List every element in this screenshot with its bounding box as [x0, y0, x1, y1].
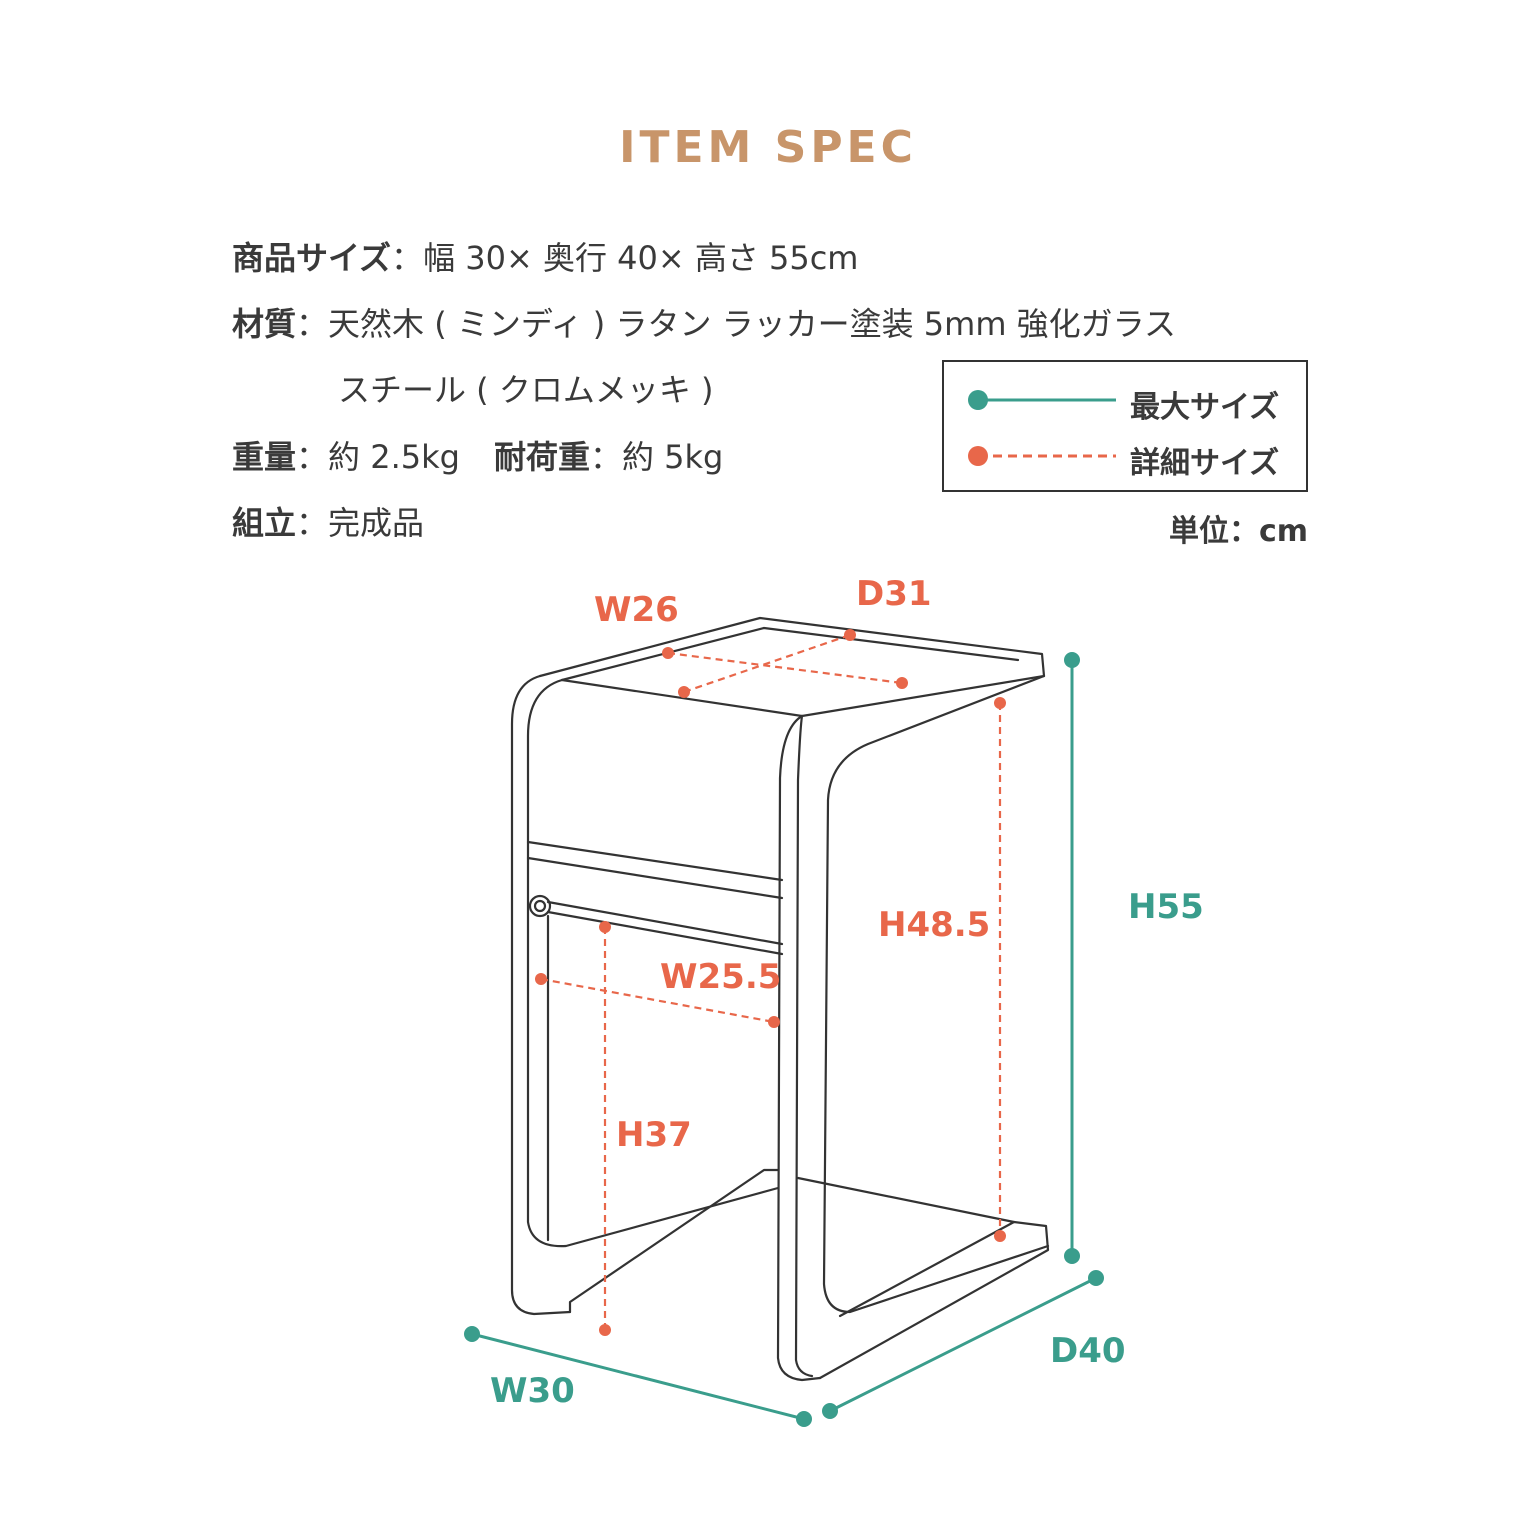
- label-w26: W26: [594, 590, 679, 630]
- w26-line: [667, 651, 903, 685]
- h37-dot-end: [599, 1324, 611, 1336]
- shelf-lower-edge: [526, 856, 784, 900]
- right-base: [818, 1220, 1050, 1380]
- top-frame: [538, 616, 1046, 718]
- label-h37: H37: [616, 1115, 692, 1155]
- legend-detail-label: 詳細サイズ: [1130, 446, 1280, 481]
- label-w30: W30: [490, 1371, 575, 1411]
- page-title: ITEM SPEC: [619, 122, 917, 173]
- spec-assembly-label: 組立: [232, 504, 297, 542]
- rod-lower: [546, 910, 784, 956]
- detail-dimension-dots: [535, 629, 1006, 1336]
- w26-dot-start: [662, 647, 674, 659]
- d31-dot-end: [844, 629, 856, 641]
- spec-material-sep: ：: [296, 305, 329, 343]
- w25-5-dot-end: [768, 1016, 780, 1028]
- right-frame-outer-2: [794, 714, 814, 1378]
- legend-dashed-dot: [968, 446, 988, 466]
- top-front-edge: [560, 678, 804, 718]
- spec-weight-label: 重量: [232, 438, 297, 476]
- d40-line: [829, 1276, 1097, 1413]
- spec-size-sep: ：: [391, 239, 424, 277]
- spec-material-row: 材質：天然木 ( ミンディ ) ラタン ラッカー塗装 5mm 強化ガラス: [232, 304, 1176, 344]
- spec-size-row: 商品サイズ：幅 30× 奥行 40× 高さ 55cm: [232, 238, 858, 278]
- label-d31: D31: [856, 574, 932, 614]
- spec-material-label: 材質: [232, 305, 297, 343]
- spec-size-label: 商品サイズ: [232, 239, 392, 277]
- legend-swatches: [968, 390, 1116, 466]
- legend-max-label: 最大サイズ: [1130, 390, 1280, 425]
- rod-upper: [546, 900, 784, 946]
- rod-cap: [528, 894, 552, 918]
- w30-dot-start: [464, 1326, 480, 1342]
- spec-size-value: 幅 30× 奥行 40× 高さ 55cm: [423, 239, 859, 277]
- label-h48-5: H48.5: [878, 905, 990, 945]
- max-dimension-lines: [471, 660, 1097, 1421]
- label-h55: H55: [1128, 887, 1204, 927]
- w30-line: [471, 1332, 805, 1421]
- base-back-rail: [796, 1176, 1016, 1224]
- spec-assembly-sep: ：: [296, 504, 329, 542]
- d40-dot-end: [1088, 1270, 1104, 1286]
- h55-dot-start: [1064, 652, 1080, 668]
- max-dimension-dots: [464, 652, 1104, 1427]
- dimension-labels: W26 D31 H48.5 W25.5 H37 H55 D40 W30: [490, 574, 1204, 1411]
- legend-box: 最大サイズ 詳細サイズ: [942, 360, 1308, 492]
- w30-dot-end: [796, 1411, 812, 1427]
- w25-5-line: [540, 977, 775, 1024]
- top-glass-inner: [560, 626, 1020, 682]
- left-frame-inner: [526, 678, 780, 1248]
- right-frame-outer: [776, 714, 822, 1382]
- w26-dot-end: [896, 677, 908, 689]
- spec-weight-value: 約 2.5kg: [328, 438, 460, 476]
- spec-assembly-value: 完成品: [328, 504, 425, 542]
- left-frame-outer: [510, 674, 572, 1316]
- spec-load-label: 耐荷重: [493, 438, 590, 476]
- h55-dot-end: [1064, 1248, 1080, 1264]
- w25-5-dot-start: [535, 973, 547, 985]
- h37-dot-start: [599, 921, 611, 933]
- spec-material-value-2: スチール ( クロムメッキ ): [338, 371, 714, 409]
- legend-solid-dot: [968, 390, 988, 410]
- label-d40: D40: [1050, 1331, 1126, 1371]
- label-w25-5: W25.5: [660, 957, 781, 997]
- h48-5-dot-end: [994, 1230, 1006, 1242]
- spec-load-sep: ：: [589, 438, 622, 476]
- shelf-upper-edge: [526, 840, 784, 882]
- spec-assembly-row: 組立：完成品: [232, 503, 424, 543]
- left-base: [568, 1168, 780, 1314]
- rod-cap-inner: [533, 899, 547, 913]
- spec-weight-sep: ：: [296, 438, 329, 476]
- spec-load-value: 約 5kg: [621, 438, 724, 476]
- spec-material-value: 天然木 ( ミンディ ) ラタン ラッカー塗装 5mm 強化ガラス: [328, 305, 1177, 343]
- d40-dot-start: [822, 1403, 838, 1419]
- right-frame-inner: [822, 674, 1050, 1314]
- d31-dot-start: [678, 686, 690, 698]
- unit-label: 単位：cm: [1168, 514, 1308, 549]
- d31-line: [683, 633, 851, 694]
- h48-5-dot-start: [994, 697, 1006, 709]
- table-outline: [510, 616, 1050, 1382]
- detail-dimension-lines: [540, 633, 1002, 1330]
- spec-material-row-2: スチール ( クロムメッキ ): [338, 370, 714, 410]
